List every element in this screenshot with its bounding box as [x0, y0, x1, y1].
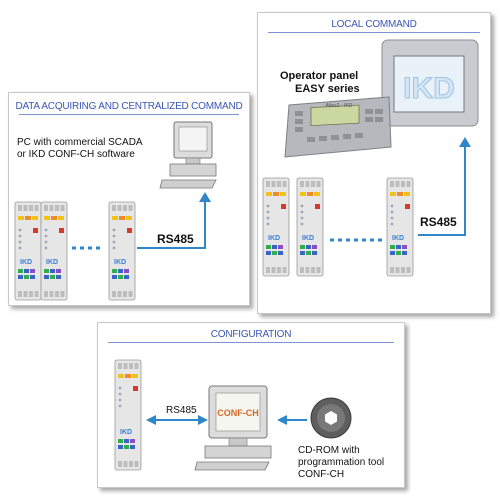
local-command-title-rule [268, 32, 480, 33]
small-panel-label: Altes2 - IKD [326, 103, 353, 109]
cd-caption-line1: CD-ROM with [298, 445, 360, 456]
local-command-title: LOCAL COMMAND [331, 19, 417, 30]
pc-computer [159, 121, 217, 189]
config-screen-text: CONF-CH [217, 408, 259, 418]
module-data-1: IKD [14, 201, 42, 301]
module-brand-label: IKD [46, 259, 58, 266]
module-brand-label: IKD [392, 235, 404, 242]
rs485-label: RS485 [157, 232, 194, 246]
module-local-1: IKD [262, 177, 290, 277]
module-data-3: IKD [108, 201, 136, 301]
cd-caption-line3: CONF-CH [298, 469, 345, 480]
module-local-3: IKD [386, 177, 414, 277]
cd-caption-line2: programmation tool [298, 457, 385, 468]
module-brand-label: IKD [20, 259, 32, 266]
configuration-title-rule [108, 342, 394, 343]
module-brand-label: IKD [302, 235, 314, 242]
config-pc-computer: CONF-CH [194, 385, 272, 471]
pc-caption-line1: PC with commercial SCADA [17, 137, 143, 148]
rs485-label: RS485 [420, 215, 457, 229]
module-local-2: IKD [296, 177, 324, 277]
module-brand-label: IKD [120, 429, 132, 436]
module-data-2: IKD [40, 201, 68, 301]
operator-panel-large: IKD [381, 39, 479, 127]
data-acquiring-title-rule [19, 114, 239, 115]
cd-rom-icon [310, 397, 352, 439]
rs485-label: RS485 [166, 405, 197, 416]
data-acquiring-title: DATA ACQUIRING AND CENTRALIZED COMMAND [15, 101, 243, 112]
operator-panel-label-line1: Operator panel [280, 70, 359, 82]
operator-panel-small: Altes2 - IKD [284, 96, 392, 158]
module-brand-label: IKD [114, 259, 126, 266]
pc-caption-line2: or IKD CONF-CH software [17, 149, 135, 160]
configuration-title: CONFIGURATION [210, 329, 292, 340]
module-brand-label: IKD [268, 235, 280, 242]
module-config-1: IKD [114, 359, 142, 471]
screen-logo: IKD [403, 72, 455, 105]
operator-panel-label-line2: EASY series [295, 83, 360, 95]
